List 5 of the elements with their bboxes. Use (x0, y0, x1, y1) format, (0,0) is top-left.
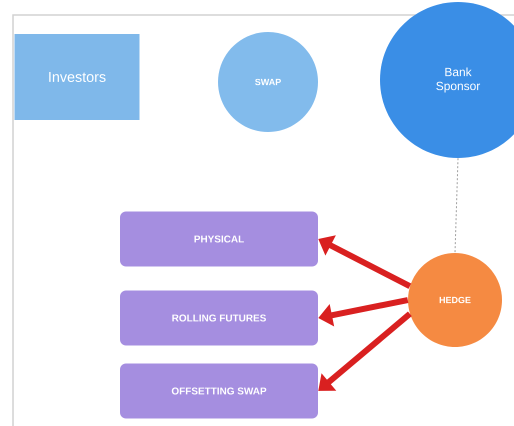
process-box: PHYSICAL (120, 212, 318, 266)
connector-line (454, 158, 458, 254)
process-box: OFFSETTING SWAP (120, 364, 318, 418)
process-box: ROLLING FUTURES (120, 290, 318, 346)
investor-box: Investors (14, 34, 140, 120)
